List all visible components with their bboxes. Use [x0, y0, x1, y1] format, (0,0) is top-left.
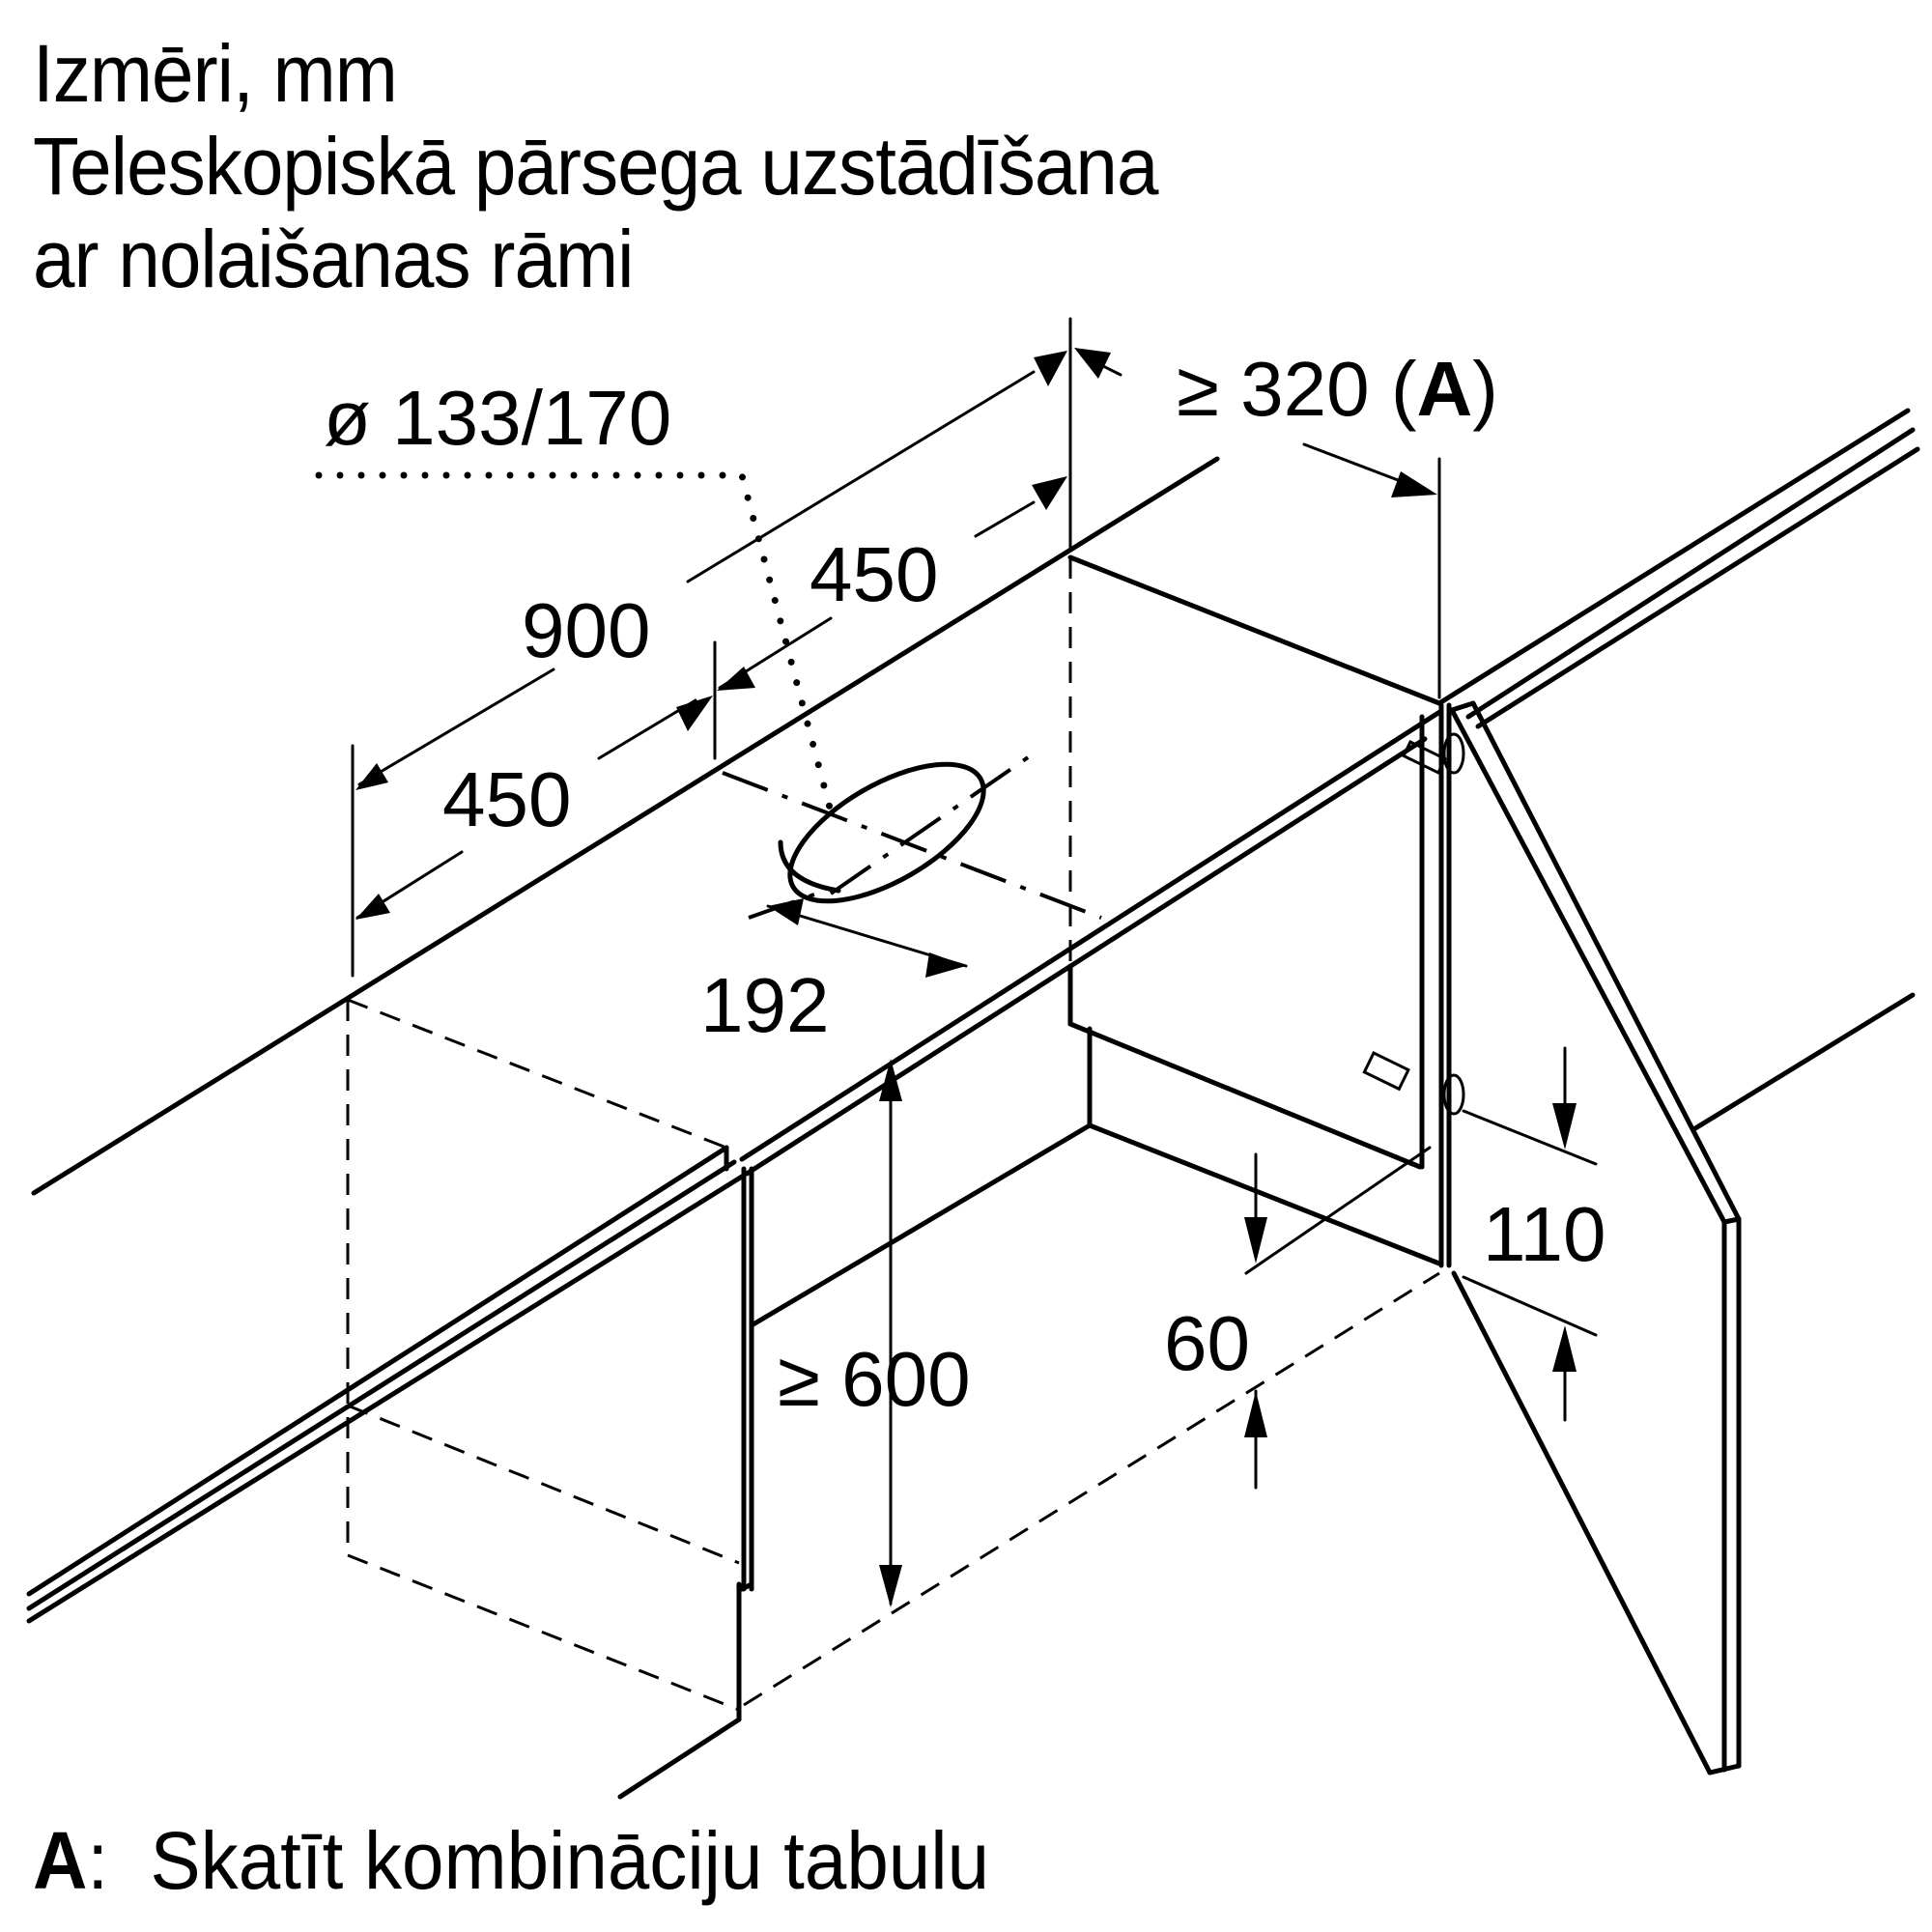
- legend-key: A: [33, 1815, 88, 1906]
- label-half-left-450: 450: [442, 756, 571, 842]
- duct-opening: [778, 761, 986, 904]
- label-height-min-600: ≥ 600: [778, 1336, 971, 1422]
- label-frame-110: 110: [1483, 1191, 1606, 1277]
- title-line-2: Teleskopiskā pārsega uzstādīšana: [33, 121, 1158, 212]
- label-width-900: 900: [522, 587, 650, 673]
- label-half-right-450: 450: [810, 531, 938, 617]
- hidden-lines: [346, 557, 1440, 1712]
- dimension-labels: ø 133/170 900 450 450 ≥ 320 (A) 192 ≥ 60…: [324, 346, 1606, 1422]
- label-duct-diameter: ø 133/170: [324, 375, 671, 461]
- label-offset-192: 192: [700, 962, 829, 1048]
- title-line-3: ar nolaišanas rāmi: [33, 213, 634, 304]
- label-depth-min: ≥ 320 (A): [1177, 346, 1498, 432]
- legend-text: Skatīt kombināciju tabulu: [150, 1815, 990, 1906]
- dimension-lines: [351, 317, 1598, 1607]
- cabinet-outline: [26, 408, 1920, 1800]
- title-line-1: Izmēri, mm: [33, 28, 398, 119]
- label-frame-60: 60: [1164, 1300, 1250, 1386]
- legend: A: Skatīt kombināciju tabulu: [33, 1814, 989, 1908]
- diameter-leader: [315, 471, 835, 815]
- legend-separator: :: [87, 1815, 109, 1906]
